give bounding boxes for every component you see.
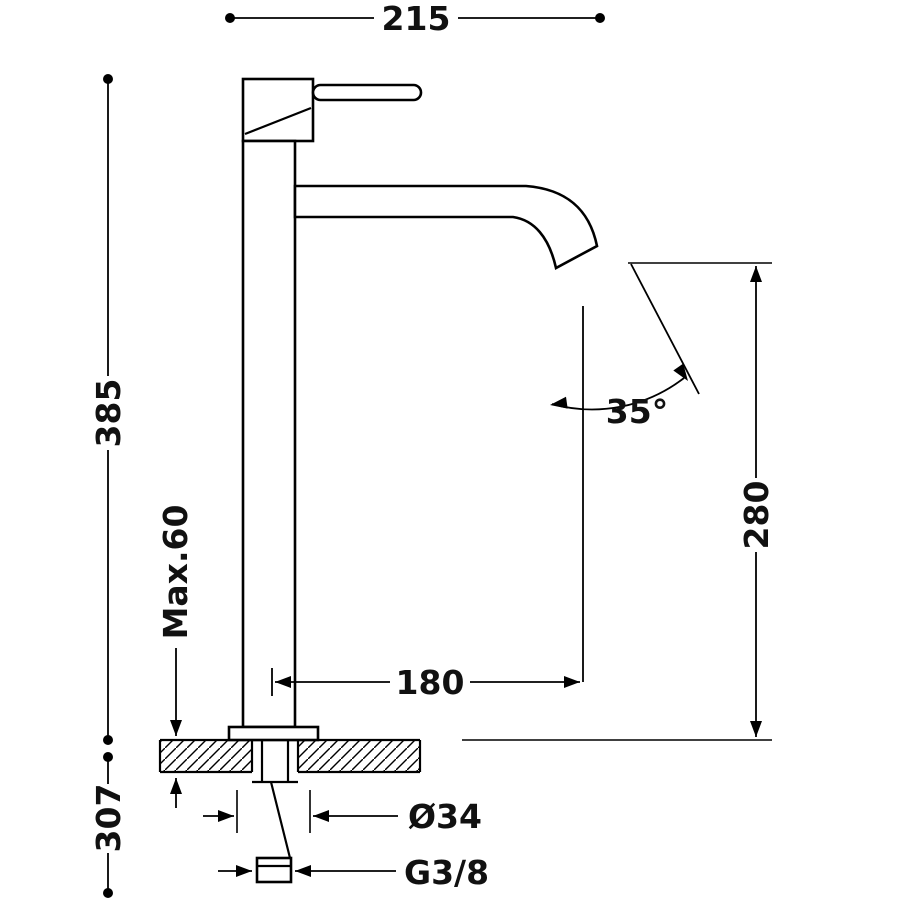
faucet-spout	[293, 184, 599, 270]
dim-connection-thread: G3/8	[218, 853, 489, 892]
faucet-body-column	[241, 139, 297, 729]
countertop	[158, 738, 422, 774]
dim-label-connection-thread: G3/8	[404, 853, 489, 892]
dim-hole-diameter: Ø34	[203, 790, 482, 836]
dim-label-max-thickness: Max.60	[156, 505, 195, 640]
dim-under-counter-depth: 307	[89, 752, 128, 898]
dim-label-hole-diameter: Ø34	[408, 797, 482, 836]
dim-label-outlet-height: 280	[737, 481, 776, 550]
faucet-handle-lever	[311, 83, 423, 102]
water-stream-angle: 35°	[550, 263, 700, 682]
supply-hose	[269, 781, 292, 859]
stream-angled-line	[630, 263, 700, 395]
angle-arc	[551, 377, 685, 411]
dim-label-spout-reach: 180	[396, 663, 465, 702]
faucet-base-flange	[227, 725, 320, 742]
angle-arc-arrow-right	[673, 363, 688, 381]
dim-label-overall-height: 385	[89, 379, 128, 448]
dim-overall-height: 385	[89, 74, 128, 745]
dim-max-mounting-thickness: Max.60	[156, 505, 195, 808]
dim-label-spray-angle: 35°	[606, 392, 668, 431]
dim-spout-reach: 180	[271, 663, 580, 702]
countertop-hatch-right	[298, 740, 420, 772]
countertop-hatch-left	[160, 740, 252, 772]
dim-outlet-height: 280	[462, 262, 776, 741]
dim-label-overall-depth: 215	[382, 0, 451, 38]
supply-connector	[255, 856, 293, 884]
angle-arc-arrow-left	[550, 396, 568, 409]
dim-label-under-counter-depth: 307	[89, 784, 128, 853]
faucet	[227, 77, 599, 742]
dim-overall-depth: 215	[225, 0, 605, 38]
under-counter-assembly	[252, 740, 298, 884]
faucet-handle-joint-line	[244, 106, 312, 136]
